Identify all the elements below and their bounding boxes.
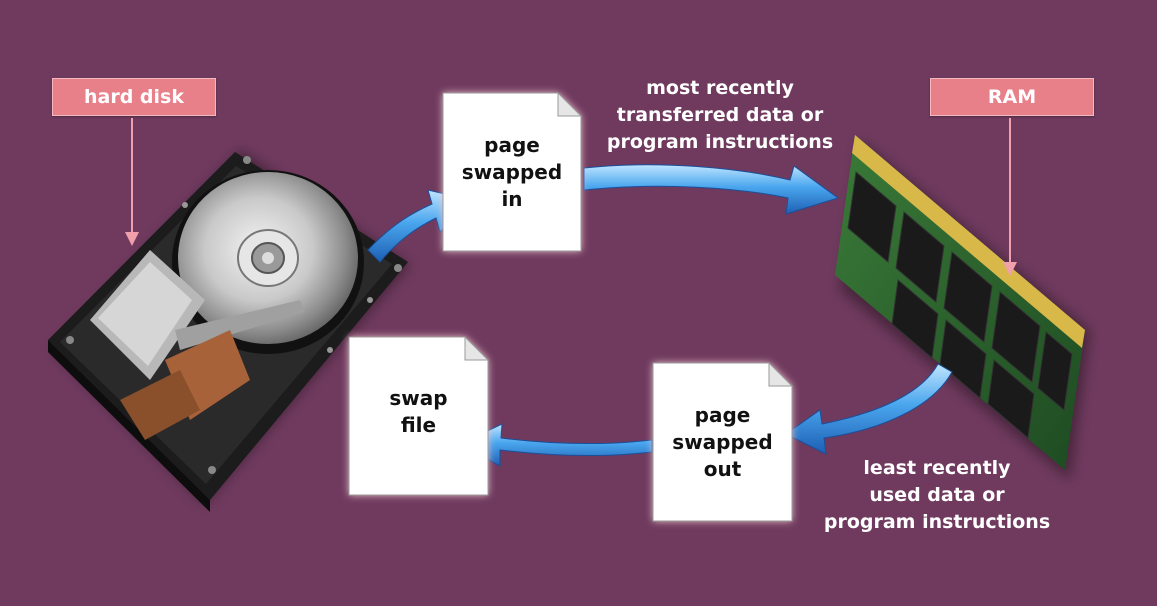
page-swapped-in: page swapped in xyxy=(443,93,581,251)
page-swapped-in-shape xyxy=(442,91,583,252)
ram-module-illustration xyxy=(835,135,1090,480)
arrow-page-out-to-swap xyxy=(458,423,653,467)
swap-file-shape xyxy=(348,335,490,496)
page-swapped-in-text: page swapped in xyxy=(461,132,563,211)
page-swapped-out: page swapped out xyxy=(653,363,792,521)
ram-pointer-head xyxy=(1003,262,1017,276)
swap-file-text: swap file xyxy=(389,386,448,437)
swap-file: swap file xyxy=(349,337,488,495)
hard-disk-label: hard disk xyxy=(52,78,216,116)
page-swapped-out-text: page swapped out xyxy=(672,402,773,481)
ram-label: RAM xyxy=(930,78,1094,116)
top-caption: most recently transferred data or progra… xyxy=(606,77,834,153)
arrow-ram-to-page-out xyxy=(785,363,953,455)
hard-disk-illustration xyxy=(48,150,410,512)
hard-disk-pointer-head xyxy=(125,232,139,246)
bottom-caption: least recently used data or program inst… xyxy=(823,457,1051,533)
page-swapped-out-shape xyxy=(652,361,794,522)
arrow-page-in-to-ram xyxy=(583,164,840,215)
